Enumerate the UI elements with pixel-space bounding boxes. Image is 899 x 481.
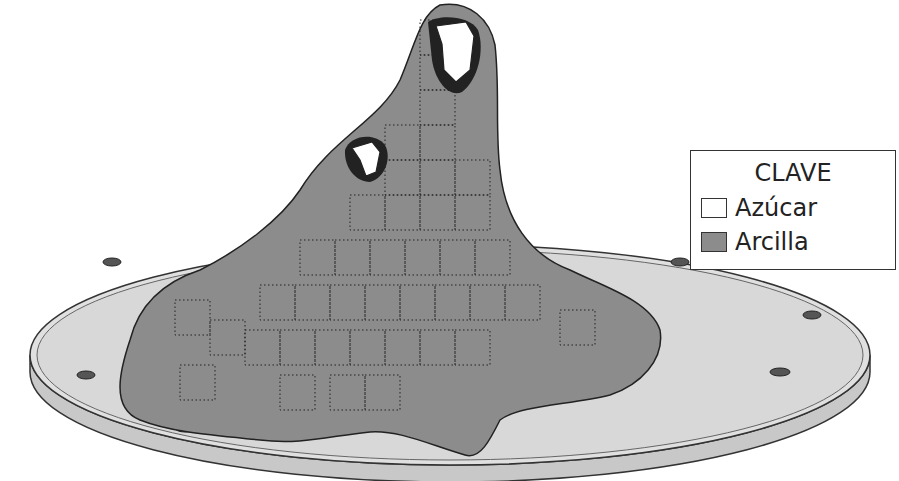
legend-swatch (701, 232, 727, 252)
legend-text: Azúcar (735, 194, 817, 222)
legend-text: Arcilla (735, 228, 809, 256)
legend-box: CLAVE AzúcarArcilla (690, 150, 896, 270)
exposed-sugar (345, 17, 481, 182)
legend-row: Arcilla (701, 225, 885, 259)
legend-swatch (701, 198, 727, 218)
legend-title: CLAVE (701, 159, 885, 187)
clay-mound (120, 4, 661, 456)
hidden-sugar-cubes (175, 20, 595, 410)
legend-row: Azúcar (701, 191, 885, 225)
